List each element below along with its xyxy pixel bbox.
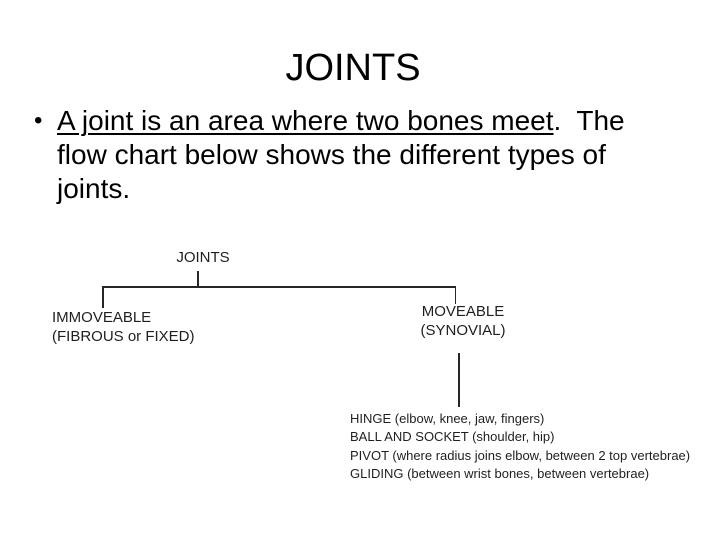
connector-root-stem [197, 271, 199, 287]
branch-moveable: MOVEABLE (SYNOVIAL) [402, 303, 524, 340]
bullet-marker: • [34, 107, 43, 134]
bullet-text-underlined: A joint is an area where two bones meet [57, 105, 554, 136]
connector-moveable-stem [458, 353, 460, 407]
connector-right-drop [454, 286, 456, 304]
branch-immoveable-subtitle: (FIBROUS or FIXED) [52, 328, 195, 345]
moveable-type-item: PIVOT (where radius joins elbow, between… [350, 447, 691, 463]
bullet-text: A joint is an area where two bones meet.… [57, 104, 657, 206]
branch-moveable-subtitle: (SYNOVIAL) [420, 321, 506, 339]
bullet-text-rest: . The flow chart below shows the differe… [57, 105, 633, 204]
branch-immoveable-label: IMMOVEABLE [52, 309, 152, 326]
moveable-type-item: GLIDING (between wrist bones, between ve… [350, 466, 650, 482]
moveable-type-item: BALL AND SOCKET (shoulder, hip) [350, 429, 555, 445]
moveable-type-item: HINGE (elbow, knee, jaw, fingers) [350, 411, 545, 426]
branch-immoveable: IMMOVEABLE (FIBROUS or FIXED) [52, 308, 195, 346]
flowchart-root-label: JOINTS [176, 249, 230, 266]
connector-left-drop [102, 286, 104, 308]
slide-title: JOINTS [285, 47, 421, 89]
bullet-item: • A joint is an area where two bones meet… [34, 104, 694, 206]
moveable-types-list: HINGE (elbow, knee, jaw, fingers) BALL A… [350, 410, 690, 484]
connector-horizontal [102, 286, 456, 288]
branch-moveable-label: MOVEABLE [421, 303, 505, 320]
